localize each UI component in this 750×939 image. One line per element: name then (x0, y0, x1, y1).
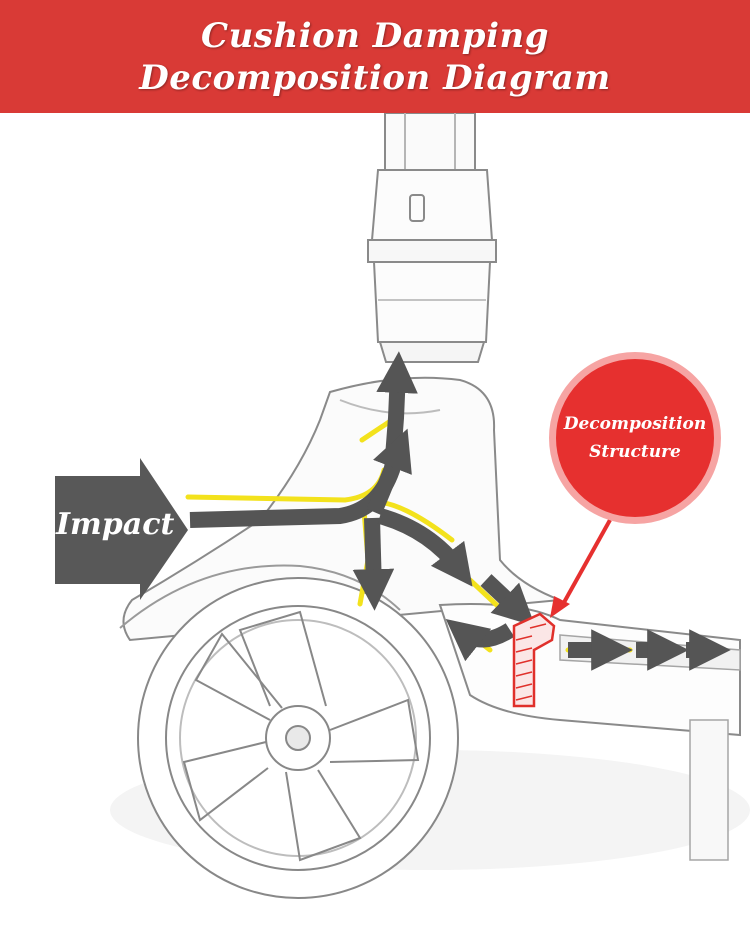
callout-pointer-line (560, 519, 612, 607)
diagonal-branch-arrow (377, 508, 473, 587)
down-branch-arrow (352, 517, 395, 611)
title-banner: Cushion Damping Decomposition Diagram (0, 0, 750, 113)
title-line-2: Decomposition Diagram (139, 57, 611, 98)
title-line-1: Cushion Damping (201, 15, 549, 56)
callout-pointer-head (550, 596, 570, 618)
impact-label: Impact (56, 507, 175, 542)
rear-stand (689, 719, 729, 861)
rebound-arrow (445, 619, 515, 662)
front-wheel (137, 577, 459, 899)
decomposition-callout: Decomposition Structure (549, 352, 721, 524)
callout-line-2: Structure (589, 442, 681, 462)
callout-line-1: Decomposition (563, 414, 707, 434)
scooter-illustration (55, 113, 750, 899)
impact-arrow-shape (55, 458, 188, 600)
up-branch-arrow (366, 428, 412, 516)
stem (367, 113, 497, 363)
deck-entry-arrow (480, 574, 536, 627)
deck (438, 603, 741, 737)
decomposition-part (512, 612, 556, 708)
force-arrows (189, 351, 731, 671)
